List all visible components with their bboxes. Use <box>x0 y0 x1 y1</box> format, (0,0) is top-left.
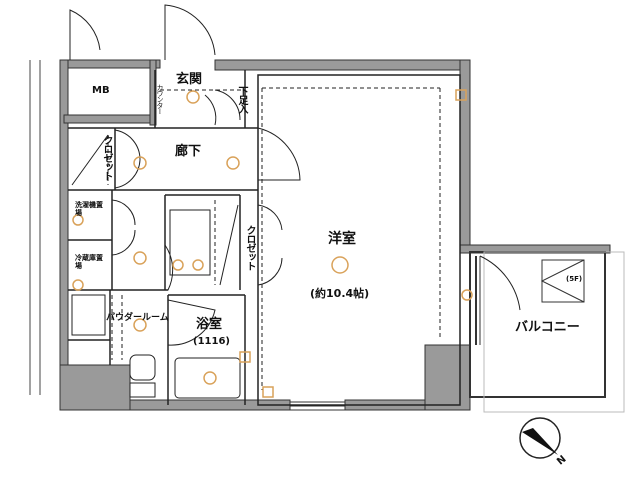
label-closet-left: クロゼット <box>101 135 112 180</box>
room-label-powder-room: パウダールーム <box>106 313 169 323</box>
room-size-bathroom: (1116) <box>193 336 230 347</box>
compass-icon <box>519 417 561 459</box>
room-label-mb: MB <box>92 85 110 96</box>
closet-diagonals <box>71 134 239 286</box>
room-label-bathroom: 浴室 <box>196 317 223 332</box>
room-label-hallway: 廊下 <box>175 144 202 159</box>
room-size-western-room: (約10.4帖) <box>310 287 370 300</box>
light-fixtures <box>72 89 473 398</box>
label-counter: カウンター <box>156 84 164 114</box>
label-shoe-storage: 下足入 <box>236 86 247 113</box>
label-fridge-space: 冷蔵庫置場 <box>75 254 103 270</box>
label-hatch-floor: (5F) <box>566 275 583 283</box>
walls <box>59 59 611 411</box>
exterior-lines <box>29 60 41 395</box>
dashed-lines <box>107 87 441 390</box>
label-washer-space: 洗濯機置場 <box>75 201 103 217</box>
interior-walls <box>68 70 461 406</box>
room-label-western-room: 洋室 <box>328 231 356 247</box>
doors <box>69 4 521 346</box>
balcony-outline <box>469 251 625 413</box>
label-closet-right: クロゼット <box>244 225 255 270</box>
window-bottom <box>289 401 346 411</box>
fixtures <box>71 209 241 399</box>
balcony-hatch <box>540 259 585 303</box>
room-label-entrance: 玄関 <box>176 72 203 87</box>
room-label-balcony: バルコニー <box>515 320 580 335</box>
